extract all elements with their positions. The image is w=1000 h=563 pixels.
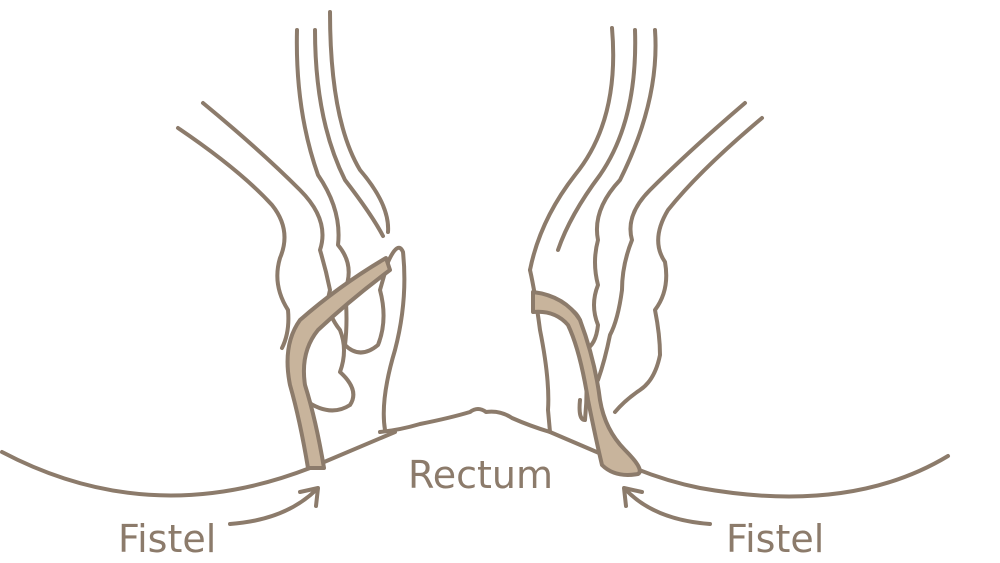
fistula-tract-right — [531, 290, 642, 477]
muscle-line-right-3 — [583, 28, 658, 352]
muscle-line-left-4 — [313, 28, 385, 238]
fistula-tract-left — [285, 256, 392, 470]
muscle-line-right-5 — [528, 26, 616, 272]
anal-canal-left — [381, 245, 407, 432]
skin-line-right — [618, 454, 950, 499]
rectum-label: Rectum — [408, 453, 553, 497]
muscle-line-right-outer — [613, 116, 764, 414]
rectum-floor — [378, 407, 622, 464]
skin-line-left — [0, 430, 397, 498]
fistula-label-left: Fistel — [118, 517, 217, 561]
muscle-line-right-4 — [556, 28, 638, 252]
arrow-left — [228, 488, 318, 526]
muscle-line-right-2 — [596, 101, 747, 382]
muscle-line-left-5 — [328, 10, 391, 234]
arrow-right-head — [622, 486, 644, 508]
anal-canal-right — [528, 268, 552, 434]
fistula-label-right: Fistel — [726, 517, 825, 561]
muscle-line-left-outer — [176, 126, 291, 350]
arrow-left-head — [298, 486, 320, 508]
arrow-right — [624, 488, 712, 526]
